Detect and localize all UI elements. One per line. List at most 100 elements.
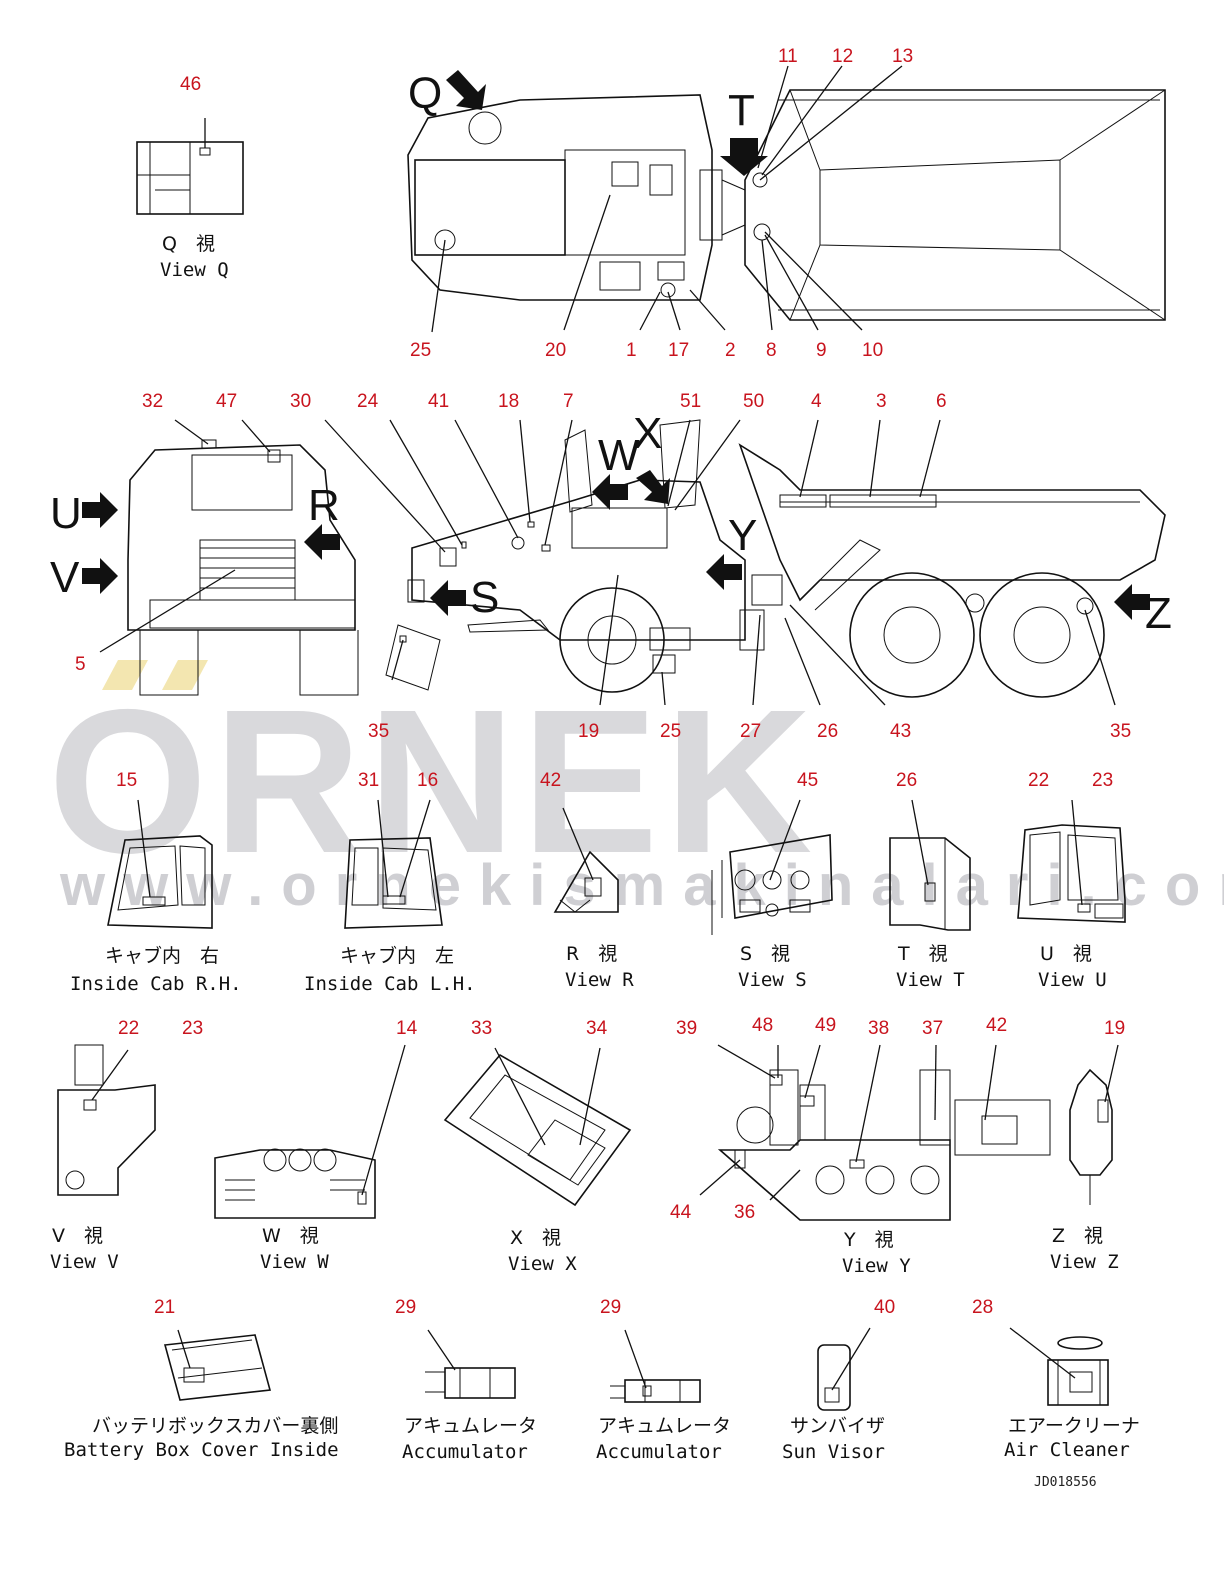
callout-number: 21 (154, 1297, 175, 1318)
view-letter-q: Q (408, 69, 442, 118)
callout-number: 23 (182, 1018, 203, 1039)
callout-number: 29 (395, 1297, 416, 1318)
callout-number: 43 (890, 721, 911, 742)
watermark-url: www.ornekismakinalari.com.tr (59, 853, 1224, 918)
top-view-drawing (407, 70, 1166, 321)
view-y-arrow (706, 554, 742, 590)
callout-number: 46 (180, 74, 201, 95)
caption-view-s-jp: S 視 (740, 943, 790, 965)
callout-number: 42 (540, 770, 561, 791)
view-letter-x: X (633, 409, 662, 458)
callout-number: 31 (358, 770, 379, 791)
caption-accumulator-2-en: Accumulator (596, 1441, 722, 1463)
detail-row-3 (163, 1334, 1109, 1411)
callout-number: 49 (815, 1015, 836, 1036)
view-letter-u: U (50, 489, 82, 538)
callout-number: 2 (725, 340, 736, 361)
callout-number: 26 (896, 770, 917, 791)
callout-number: 30 (290, 391, 311, 412)
caption-air-cleaner-en: Air Cleaner (1004, 1439, 1130, 1461)
caption-battery-box-en: Battery Box Cover Inside (64, 1439, 339, 1461)
caption-view-x-jp: X 視 (510, 1227, 561, 1249)
callout-numbers: 46 11 12 13 25 20 1 17 2 8 9 10 32 47 30… (75, 46, 1131, 1318)
view-letter-r: R (308, 481, 340, 530)
caption-inside-cab-rh-en: Inside Cab R.H. (70, 973, 242, 995)
caption-air-cleaner-jp: エアークリーナ (1008, 1415, 1140, 1437)
view-q-arrow (446, 70, 486, 110)
callout-number: 13 (892, 46, 913, 67)
callout-number: 28 (972, 1297, 993, 1318)
callout-number: 34 (586, 1018, 608, 1039)
view-q-detail (136, 118, 244, 215)
callout-number: 15 (116, 770, 137, 791)
callout-number: 35 (368, 721, 389, 742)
view-letter-v: V (50, 553, 80, 602)
caption-view-t-jp: T 視 (897, 943, 948, 965)
view-letter-z: Z (1145, 589, 1172, 638)
view-w-arrow (592, 474, 628, 510)
callout-number: 17 (668, 340, 689, 361)
caption-accumulator-1-en: Accumulator (402, 1441, 528, 1463)
caption-sun-visor-jp: サンバイザ (790, 1415, 885, 1437)
view-x-arrow (636, 470, 670, 504)
caption-view-q-jp: Q 視 (162, 233, 215, 255)
callout-number: 23 (1092, 770, 1113, 791)
callout-number: 38 (868, 1018, 889, 1039)
callout-number: 27 (740, 721, 761, 742)
callout-number: 51 (680, 391, 701, 412)
detail-row-2 (57, 1044, 1113, 1221)
callout-number: 40 (874, 1297, 895, 1318)
callout-number: 25 (410, 340, 431, 361)
caption-view-y-en: View Y (842, 1255, 911, 1277)
view-u-arrow (82, 492, 118, 528)
caption-inside-cab-lh-en: Inside Cab L.H. (304, 973, 476, 995)
leader-lines (91, 65, 1119, 1391)
callout-number: 1 (626, 340, 637, 361)
view-letter-t: T (728, 86, 755, 135)
callout-number: 8 (766, 340, 777, 361)
caption-accumulator-2-jp: アキュムレータ (598, 1415, 731, 1437)
callout-number: 48 (752, 1015, 773, 1036)
caption-inside-cab-rh-jp: キャブ内 右 (105, 944, 219, 967)
view-letter-s: S (470, 573, 499, 622)
view-z-arrow (1114, 584, 1150, 620)
callout-number: 20 (545, 340, 566, 361)
callout-number: 44 (670, 1202, 692, 1223)
callout-number: 32 (142, 391, 163, 412)
callout-number: 11 (778, 46, 798, 67)
view-s-arrow (430, 580, 466, 616)
callout-number: 37 (922, 1018, 943, 1039)
caption-view-q-en: View Q (160, 259, 229, 281)
watermark-accent-mark (102, 660, 148, 690)
callout-number: 35 (1110, 721, 1131, 742)
caption-sun-visor-en: Sun Visor (782, 1441, 885, 1463)
caption-accumulator-1-jp: アキュムレータ (404, 1415, 537, 1437)
side-view-drawing (82, 419, 1166, 698)
callout-number: 41 (428, 391, 449, 412)
callout-number: 33 (471, 1018, 492, 1039)
caption-view-w-jp: W 視 (262, 1225, 319, 1247)
callout-number: 19 (1104, 1018, 1125, 1039)
callout-number: 50 (743, 391, 764, 412)
callout-number: 9 (816, 340, 827, 361)
view-captions: Q 視 View Q キャブ内 右 Inside Cab R.H. キャブ内 左… (50, 233, 1140, 1490)
caption-view-u-jp: U 視 (1040, 943, 1092, 965)
view-letters: Q T U V R S W X Y Z (50, 69, 1172, 638)
callout-number: 6 (936, 391, 947, 412)
callout-number: 36 (734, 1202, 755, 1223)
callout-number: 18 (498, 391, 519, 412)
callout-number: 29 (600, 1297, 621, 1318)
callout-number: 26 (817, 721, 838, 742)
caption-view-w-en: View W (260, 1251, 329, 1273)
caption-view-u-en: View U (1038, 969, 1107, 991)
view-letter-w: W (598, 431, 640, 480)
watermark-accent-mark (162, 660, 208, 690)
callout-number: 22 (118, 1018, 139, 1039)
callout-number: 47 (216, 391, 237, 412)
caption-view-v-jp: V 視 (52, 1225, 103, 1247)
caption-view-x-en: View X (508, 1253, 577, 1275)
caption-view-y-jp: Y 視 (843, 1229, 894, 1251)
caption-view-s-en: View S (738, 969, 807, 991)
